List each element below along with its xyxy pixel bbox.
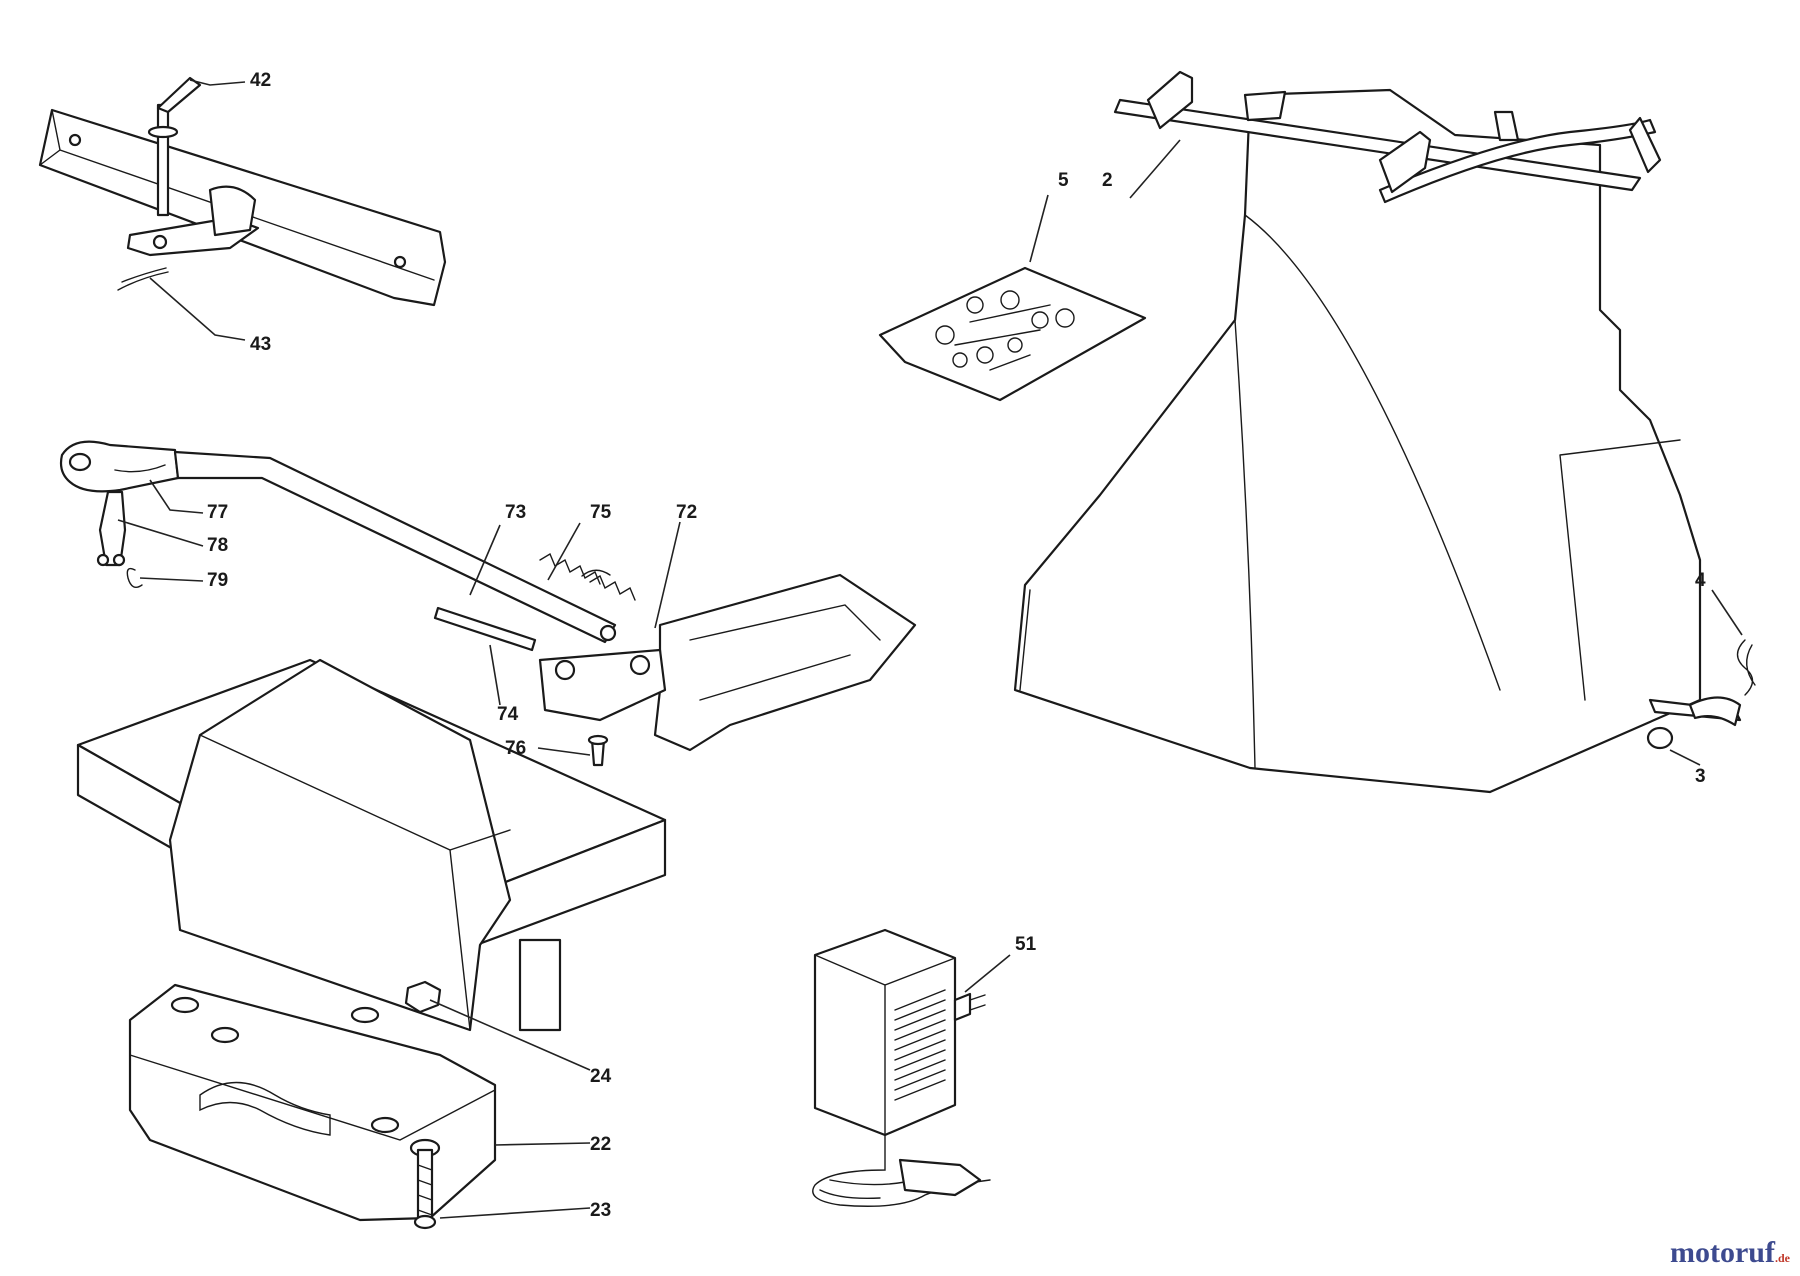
catcher-frame-rod (1113, 98, 1642, 192)
callout-76: 76 (505, 738, 526, 759)
lever-rod-73 (173, 450, 617, 644)
pin-42 (156, 103, 170, 217)
hardware-bag (878, 266, 1147, 402)
callout-4: 4 (1695, 570, 1706, 591)
weight-block-22 (128, 983, 497, 1222)
callout-24: 24 (590, 1066, 612, 1087)
springs-75 (539, 552, 636, 601)
clip-43 (117, 267, 169, 291)
grass-catcher-bag (1013, 88, 1702, 794)
callout-75: 75 (590, 502, 612, 523)
lever-assembly (59, 440, 917, 767)
leader-lines (117, 79, 1743, 1219)
callout-labels: 42 43 5 2 3 4 51 77 78 79 73 75 72 74 76… (207, 70, 1706, 1221)
pin-79 (126, 567, 143, 588)
mounting-rail-assembly (38, 76, 447, 307)
clip-4 (1736, 639, 1756, 696)
lever-grip-77 (59, 440, 180, 493)
frame-and-weight (76, 658, 667, 1230)
callout-3: 3 (1695, 766, 1706, 787)
lever-bracket-72 (653, 573, 917, 752)
callout-51: 51 (1015, 934, 1037, 955)
callout-72: 72 (676, 502, 697, 523)
callout-79: 79 (207, 570, 228, 591)
callout-78: 78 (207, 535, 228, 556)
callout-43: 43 (250, 334, 271, 355)
grass-catcher-assembly (1013, 70, 1756, 794)
callout-77: 77 (207, 502, 228, 523)
shaft-74 (433, 606, 537, 652)
watermark-brand: motoruf (1670, 1236, 1775, 1269)
callout-74: 74 (497, 704, 519, 725)
watermark-tld: .de (1775, 1251, 1790, 1265)
bolt-23 (416, 1148, 434, 1222)
callout-73: 73 (505, 502, 526, 523)
battery-charger-51 (812, 928, 991, 1207)
callout-22: 22 (590, 1134, 611, 1155)
nut-24 (404, 980, 442, 1014)
watermark-logo: motoruf.de (1670, 1236, 1790, 1270)
callout-5: 5 (1058, 170, 1069, 191)
callout-23: 23 (590, 1200, 611, 1221)
callout-2: 2 (1102, 170, 1113, 191)
frame-beam-upper (168, 658, 512, 1032)
callout-42: 42 (250, 70, 271, 91)
